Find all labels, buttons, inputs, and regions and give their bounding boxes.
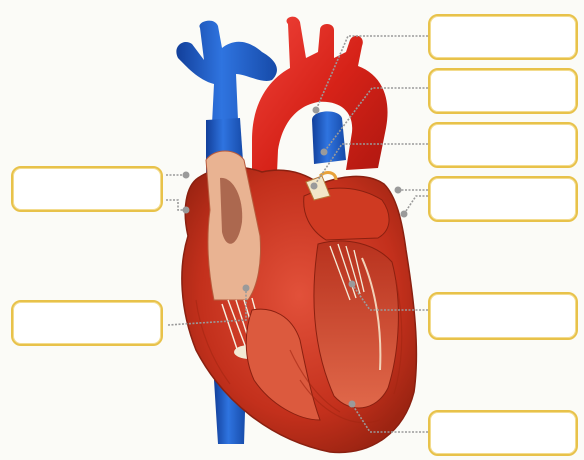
label-box-right-4[interactable] <box>428 176 578 222</box>
label-box-left-upper[interactable] <box>11 166 163 212</box>
label-box-right-6[interactable] <box>428 410 578 456</box>
label-box-right-5[interactable] <box>428 292 578 340</box>
label-box-right-2[interactable] <box>428 68 578 114</box>
label-box-right-1[interactable] <box>428 14 578 60</box>
label-box-right-3[interactable] <box>428 122 578 168</box>
aorta <box>252 17 388 196</box>
label-box-left-lower[interactable] <box>11 300 163 346</box>
pulmonary-artery <box>312 111 346 164</box>
